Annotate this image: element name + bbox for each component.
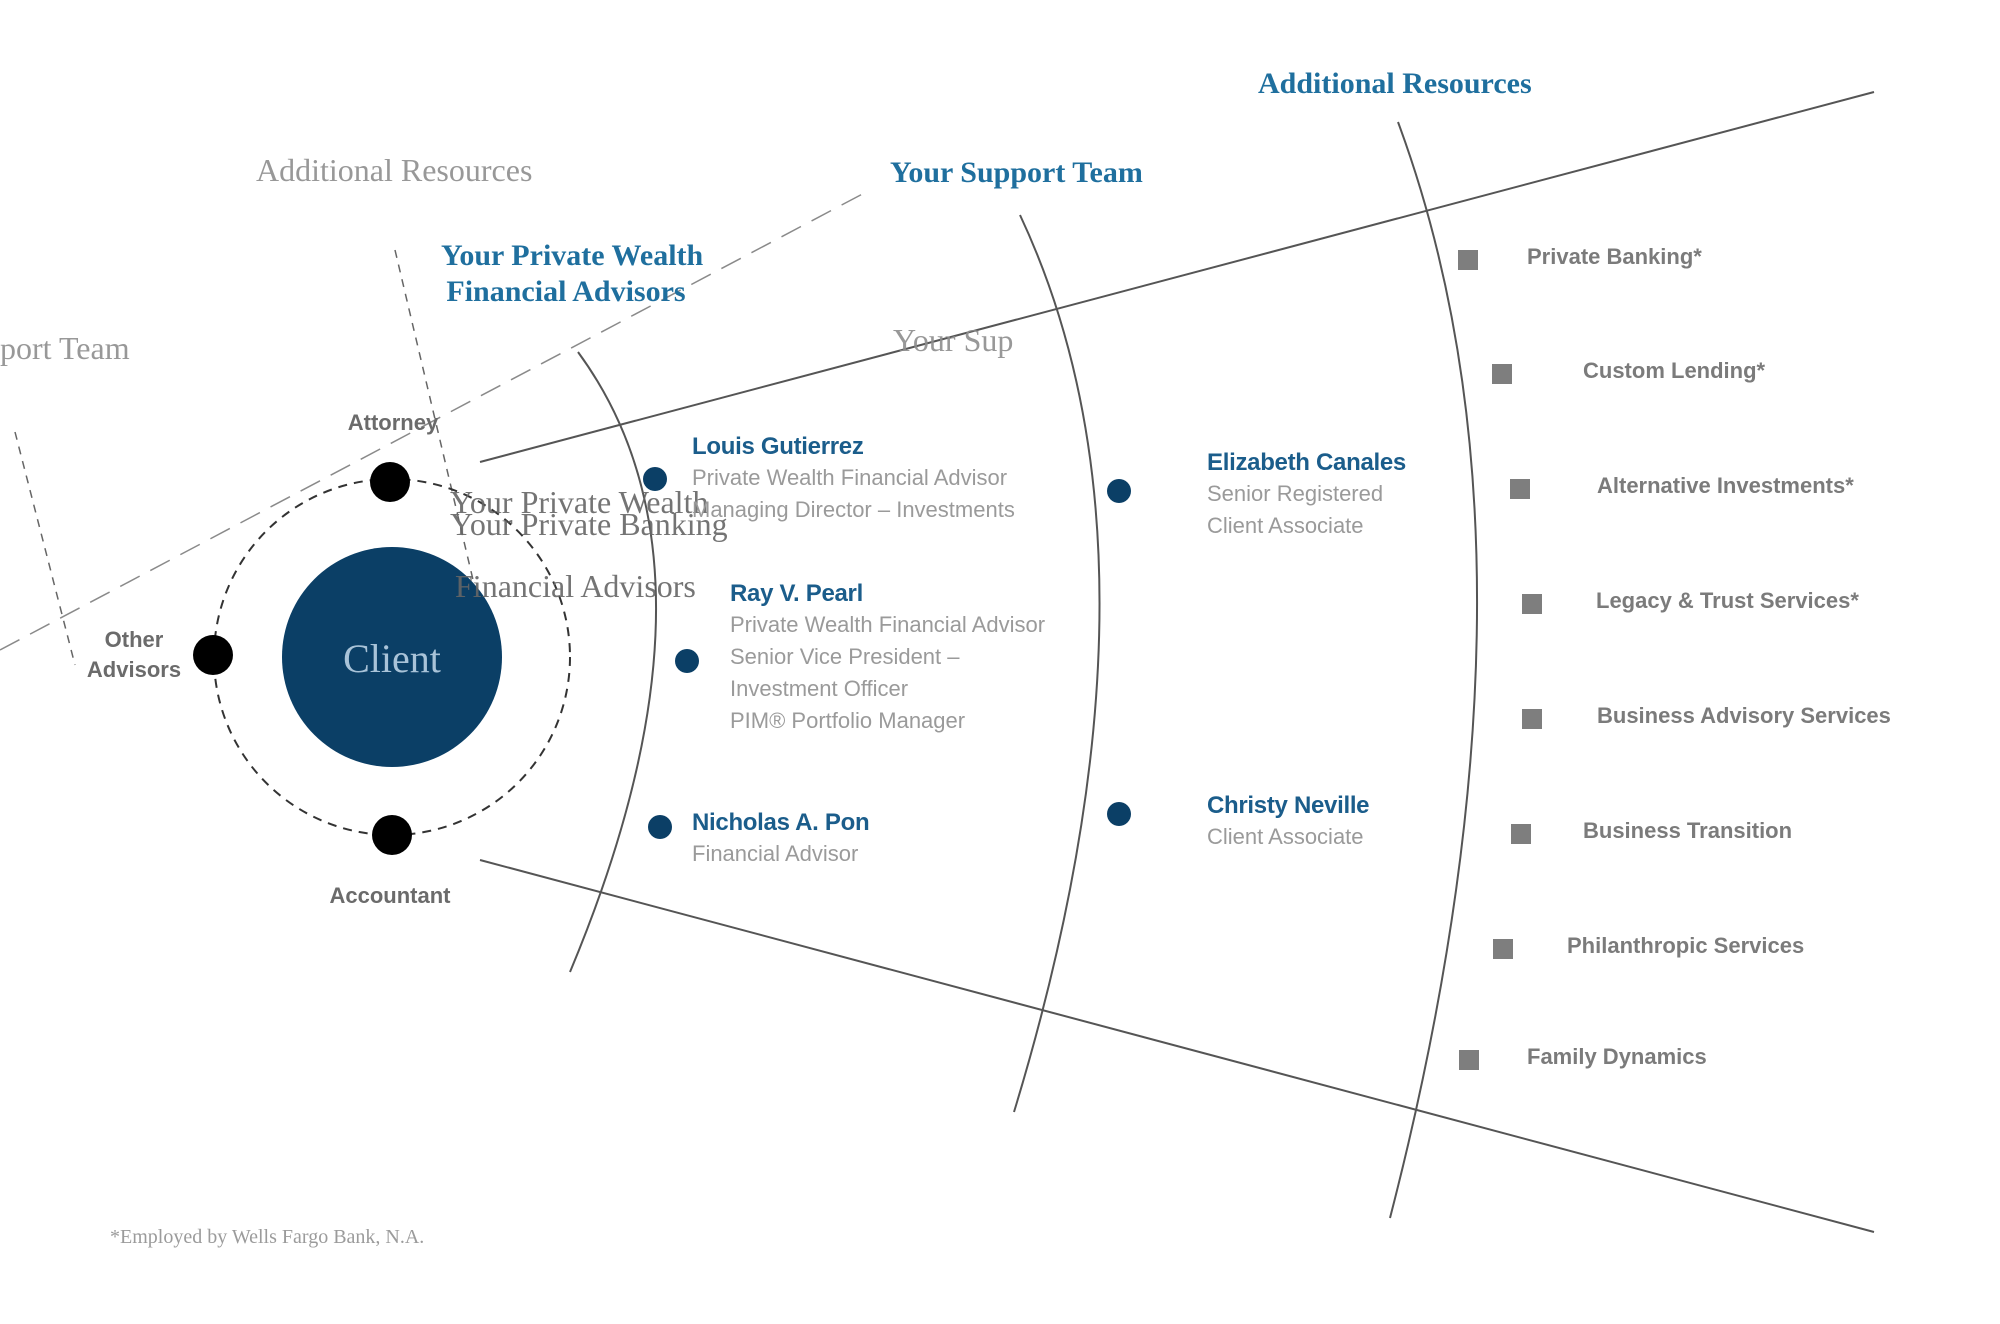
advisor-dot-1	[643, 467, 667, 491]
header-support-team: Your Support Team	[890, 156, 1143, 189]
advisor-role-line: Private Wealth Financial Advisor	[692, 465, 1008, 490]
resource-item: Alternative Investments*	[1597, 473, 1854, 498]
advisor-card-3: Nicholas A. Pon Financial Advisor	[692, 808, 870, 870]
header-private-wealth-line1: Your Private Wealth	[441, 239, 704, 272]
advisor-name: Ray V. Pearl	[730, 580, 863, 607]
support-card-2: Christy Neville Client Associate	[1207, 791, 1370, 853]
other-advisors-label: Other Advisors	[74, 625, 194, 685]
client-label: Client	[343, 636, 441, 681]
attorney-node	[370, 462, 410, 502]
advisor-name: Louis Gutierrez	[692, 433, 864, 460]
client-circle	[282, 547, 502, 767]
ghost-private-wealth: Your Private Wealth	[450, 484, 709, 520]
header-additional-resources: Additional Resources	[1258, 67, 1532, 100]
ghost-your-sup: Your Sup	[893, 322, 1014, 358]
support-dot-2	[1107, 802, 1131, 826]
ghost-private-banking: Your Private Banking	[450, 506, 728, 542]
ghost-guide-line-upper	[0, 189, 871, 651]
resource-item: Business Transition	[1583, 818, 1793, 843]
resource-marker-4	[1522, 594, 1542, 614]
other-advisors-label-line2: Advisors	[86, 657, 182, 682]
resource-marker-1	[1458, 250, 1478, 270]
resource-item: Business Advisory Services	[1597, 703, 1891, 728]
advisor-role-line: Senior Vice President –	[730, 644, 960, 669]
support-dot-1	[1107, 479, 1131, 503]
funnel-line-bottom	[479, 859, 1875, 1233]
advisor-name: Nicholas A. Pon	[692, 809, 870, 836]
resource-item: Legacy & Trust Services*	[1596, 588, 1859, 613]
advisor-dot-3	[648, 815, 672, 839]
ghost-additional-resources: Additional Resources	[256, 152, 533, 188]
advisor-role-line: Private Wealth Financial Advisor	[730, 612, 1046, 637]
ghost-financial-advisors: Financial Advisors	[455, 568, 696, 604]
advisor-role-line: Financial Advisor	[692, 841, 859, 866]
resource-marker-6	[1511, 824, 1531, 844]
header-private-wealth-line2: Financial Advisors	[446, 275, 686, 308]
advisor-card-1: Louis Gutierrez Private Wealth Financial…	[692, 432, 1015, 526]
resource-marker-3	[1510, 479, 1530, 499]
resource-marker-5	[1522, 709, 1542, 729]
other-advisors-node	[193, 635, 233, 675]
accountant-node	[372, 815, 412, 855]
arc-support-team	[1013, 214, 1101, 1113]
support-name: Christy Neville	[1207, 792, 1370, 819]
arc-advisors	[569, 351, 658, 973]
resource-marker-2	[1492, 364, 1512, 384]
support-name: Elizabeth Canales	[1207, 449, 1406, 476]
resource-item: Custom Lending*	[1583, 358, 1766, 383]
arc-resources	[1389, 121, 1478, 1219]
resource-item: Private Banking*	[1527, 244, 1702, 269]
ghost-guide-line-left	[14, 431, 76, 666]
ghost-support-team: port Team	[0, 330, 130, 366]
support-role-line: Client Associate	[1207, 513, 1364, 538]
header-private-wealth: Your Private Wealth Financial Advisors	[441, 238, 704, 310]
accountant-label: Accountant	[329, 883, 451, 908]
support-role-line: Senior Registered	[1207, 481, 1384, 506]
footnote: *Employed by Wells Fargo Bank, N.A.	[110, 1226, 425, 1248]
other-advisors-label-line1: Other	[104, 627, 164, 652]
resource-marker-7	[1493, 939, 1513, 959]
advisor-dot-2	[675, 649, 699, 673]
attorney-label: Attorney	[347, 410, 439, 435]
resource-markers	[1458, 250, 1542, 1070]
resource-marker-8	[1459, 1050, 1479, 1070]
resource-item: Philanthropic Services	[1567, 933, 1805, 958]
advisor-role-line: Investment Officer	[730, 676, 909, 701]
advisor-role-line: Managing Director – Investments	[692, 497, 1015, 522]
advisor-card-2: Ray V. Pearl Private Wealth Financial Ad…	[730, 579, 1045, 737]
advisor-role-line: PIM® Portfolio Manager	[730, 708, 966, 733]
resource-item: Family Dynamics	[1527, 1044, 1707, 1069]
support-card-1: Elizabeth Canales Senior Registered Clie…	[1207, 448, 1406, 542]
support-role-line: Client Associate	[1207, 824, 1364, 849]
funnel-line-top	[479, 91, 1875, 463]
